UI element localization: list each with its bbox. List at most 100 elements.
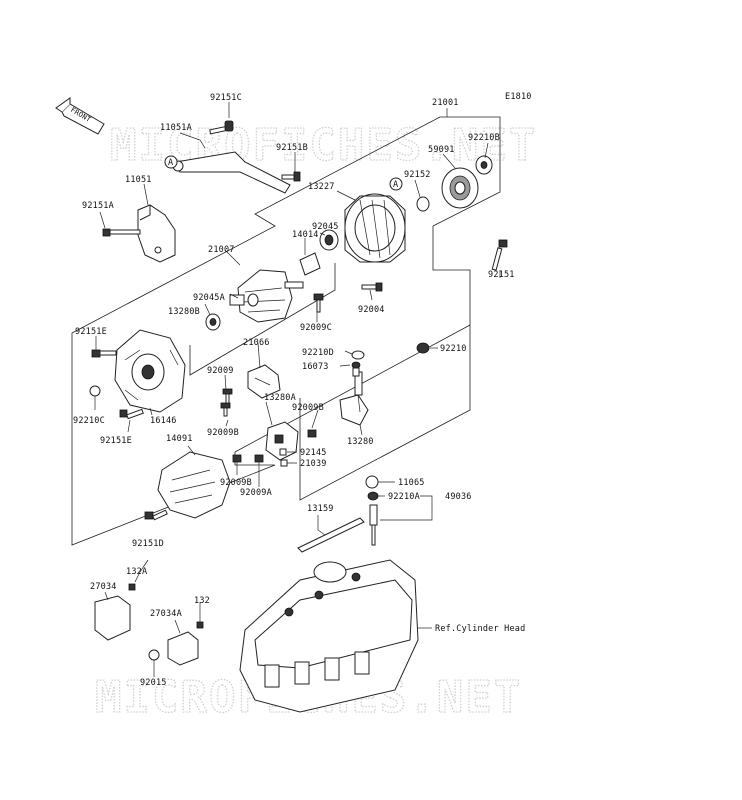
bearing-59091 (441, 167, 479, 209)
screw-132 (196, 621, 204, 629)
bracket-13280 (339, 371, 369, 426)
svg-text:A: A (393, 180, 398, 190)
label-92004: 92004 (358, 305, 385, 315)
bolt-92151a (102, 228, 141, 237)
label-13280: 13280 (347, 437, 374, 447)
label-92009c: 92009C (300, 323, 332, 333)
label-27034: 27034 (90, 582, 117, 592)
label-14091: 14091 (166, 434, 193, 444)
terminal-16073 (351, 361, 361, 377)
lead-plate-13159 (297, 517, 365, 553)
label-21001: 21001 (432, 98, 459, 108)
label-92151b: 92151B (276, 143, 308, 153)
screw-92009a (254, 454, 264, 463)
brush-spring-92145 (279, 448, 287, 456)
bolt-92151d (144, 509, 168, 521)
cylinder-head (239, 559, 419, 713)
label-92210d: 92210D (302, 348, 334, 358)
callout-a-left: A (164, 155, 178, 169)
label-21066: 21066 (243, 338, 270, 348)
bolt-92151e-bottom (119, 408, 144, 420)
cover-14091 (157, 451, 231, 519)
relay-27034 (94, 595, 131, 641)
label-13227: 13227 (308, 182, 335, 192)
label-21007: 21007 (208, 245, 235, 255)
brush-21039 (280, 459, 288, 467)
screw-92009 (222, 388, 233, 405)
nut-92015 (148, 649, 160, 661)
nut-92210c (89, 385, 101, 397)
label-21039: 21039 (300, 459, 327, 469)
nut-92210a (367, 491, 379, 501)
label-92009b-mid: 92009B (292, 403, 324, 413)
rear-housing-16146 (114, 329, 186, 413)
bolt-92151 (491, 239, 508, 271)
retainer-14014 (299, 252, 321, 276)
nut-11065 (365, 475, 379, 489)
label-92015: 92015 (140, 678, 167, 688)
washer-92152 (416, 196, 430, 212)
bolt-92151b (281, 171, 301, 182)
screw-92009b-left (220, 402, 231, 417)
label-11051a: 11051A (160, 123, 192, 133)
bearing-92045 (319, 229, 339, 251)
bearing-92045a (247, 293, 259, 307)
label-92210b: 92210B (468, 133, 500, 143)
brush-subframe (299, 325, 471, 501)
label-92151a: 92151A (82, 201, 114, 211)
label-92210c: 92210C (73, 416, 105, 426)
label-92151d: 92151D (132, 539, 164, 549)
label-92210: 92210 (440, 344, 467, 354)
label-92009a: 92009A (240, 488, 272, 498)
label-92045a: 92045A (193, 293, 225, 303)
label-11065: 11065 (398, 478, 425, 488)
screw-132a (128, 583, 136, 591)
bracket-11051 (137, 204, 176, 263)
screw-92009c (313, 293, 324, 313)
label-49036: 49036 (445, 492, 472, 502)
leader-lines (94, 102, 501, 677)
regulator-21066 (247, 364, 281, 399)
label-92145: 92145 (300, 448, 327, 458)
front-housing-13227 (344, 193, 406, 263)
label-92045: 92045 (312, 222, 339, 232)
rectifier-subframe (189, 263, 336, 376)
label-27034a: 27034A (150, 609, 182, 619)
rotor-21007 (229, 269, 304, 323)
label-59091: 59091 (428, 145, 455, 155)
callout-a-right: A (389, 177, 403, 191)
label-92151c: 92151C (210, 93, 242, 103)
label-13280b: 13280B (168, 307, 200, 317)
brush-holder-13280a (265, 421, 299, 461)
label-132a: 132A (126, 567, 147, 577)
bolt-92151c (209, 120, 234, 135)
svg-text:A: A (168, 158, 173, 168)
label-92009b-low: 92009B (220, 478, 252, 488)
label-92152: 92152 (404, 170, 431, 180)
nut-92210 (416, 342, 430, 354)
bearing-13280b (205, 313, 221, 331)
label-11051: 11051 (125, 175, 152, 185)
nut-92210b (475, 155, 493, 175)
nut-92210d (351, 350, 365, 360)
label-14014: 14014 (292, 230, 319, 240)
label-92151e-bottom: 92151E (100, 436, 132, 446)
label-16146: 16146 (150, 416, 177, 426)
label-132: 132 (194, 596, 210, 606)
label-92210a: 92210A (388, 492, 420, 502)
label-13159: 13159 (307, 504, 334, 514)
screw-92004 (361, 282, 383, 292)
label-92009: 92009 (207, 366, 234, 376)
diagram-id: E1810 (505, 92, 532, 102)
label-13280a: 13280A (264, 393, 296, 403)
screw-92009b-low (232, 454, 242, 463)
front-arrow-icon: FRONT (55, 97, 105, 135)
label-92009b-left: 92009B (207, 428, 239, 438)
label-92151: 92151 (488, 270, 515, 280)
glow-plug-49036 (369, 504, 378, 546)
label-92151e-top: 92151E (75, 327, 107, 337)
screw-92009b-mid (307, 429, 317, 438)
relay-27034a (167, 631, 199, 666)
bolt-92151e-top (91, 349, 117, 358)
